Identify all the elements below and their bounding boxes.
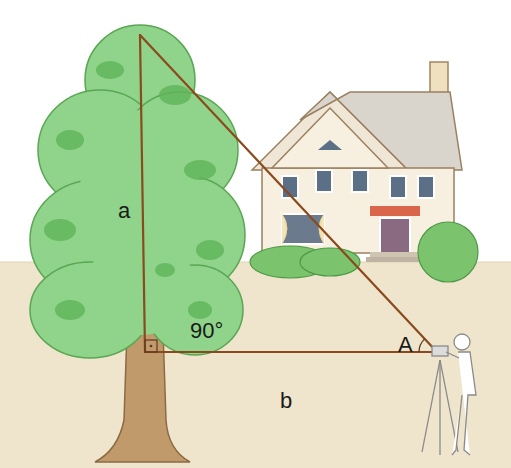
dimension-label: b [280, 390, 292, 412]
dimension-label: a [118, 200, 130, 222]
observer [422, 334, 476, 455]
right-angle-mark [145, 340, 157, 352]
tree-leaf-shading [44, 61, 224, 320]
angle-arc [419, 339, 425, 352]
right-angle-dot [150, 345, 153, 348]
right-triangle [140, 35, 437, 352]
dimension-label: A [398, 334, 413, 356]
tree-canopy [30, 25, 245, 358]
dimension-label: 90° [190, 320, 223, 342]
ground [0, 262, 511, 468]
